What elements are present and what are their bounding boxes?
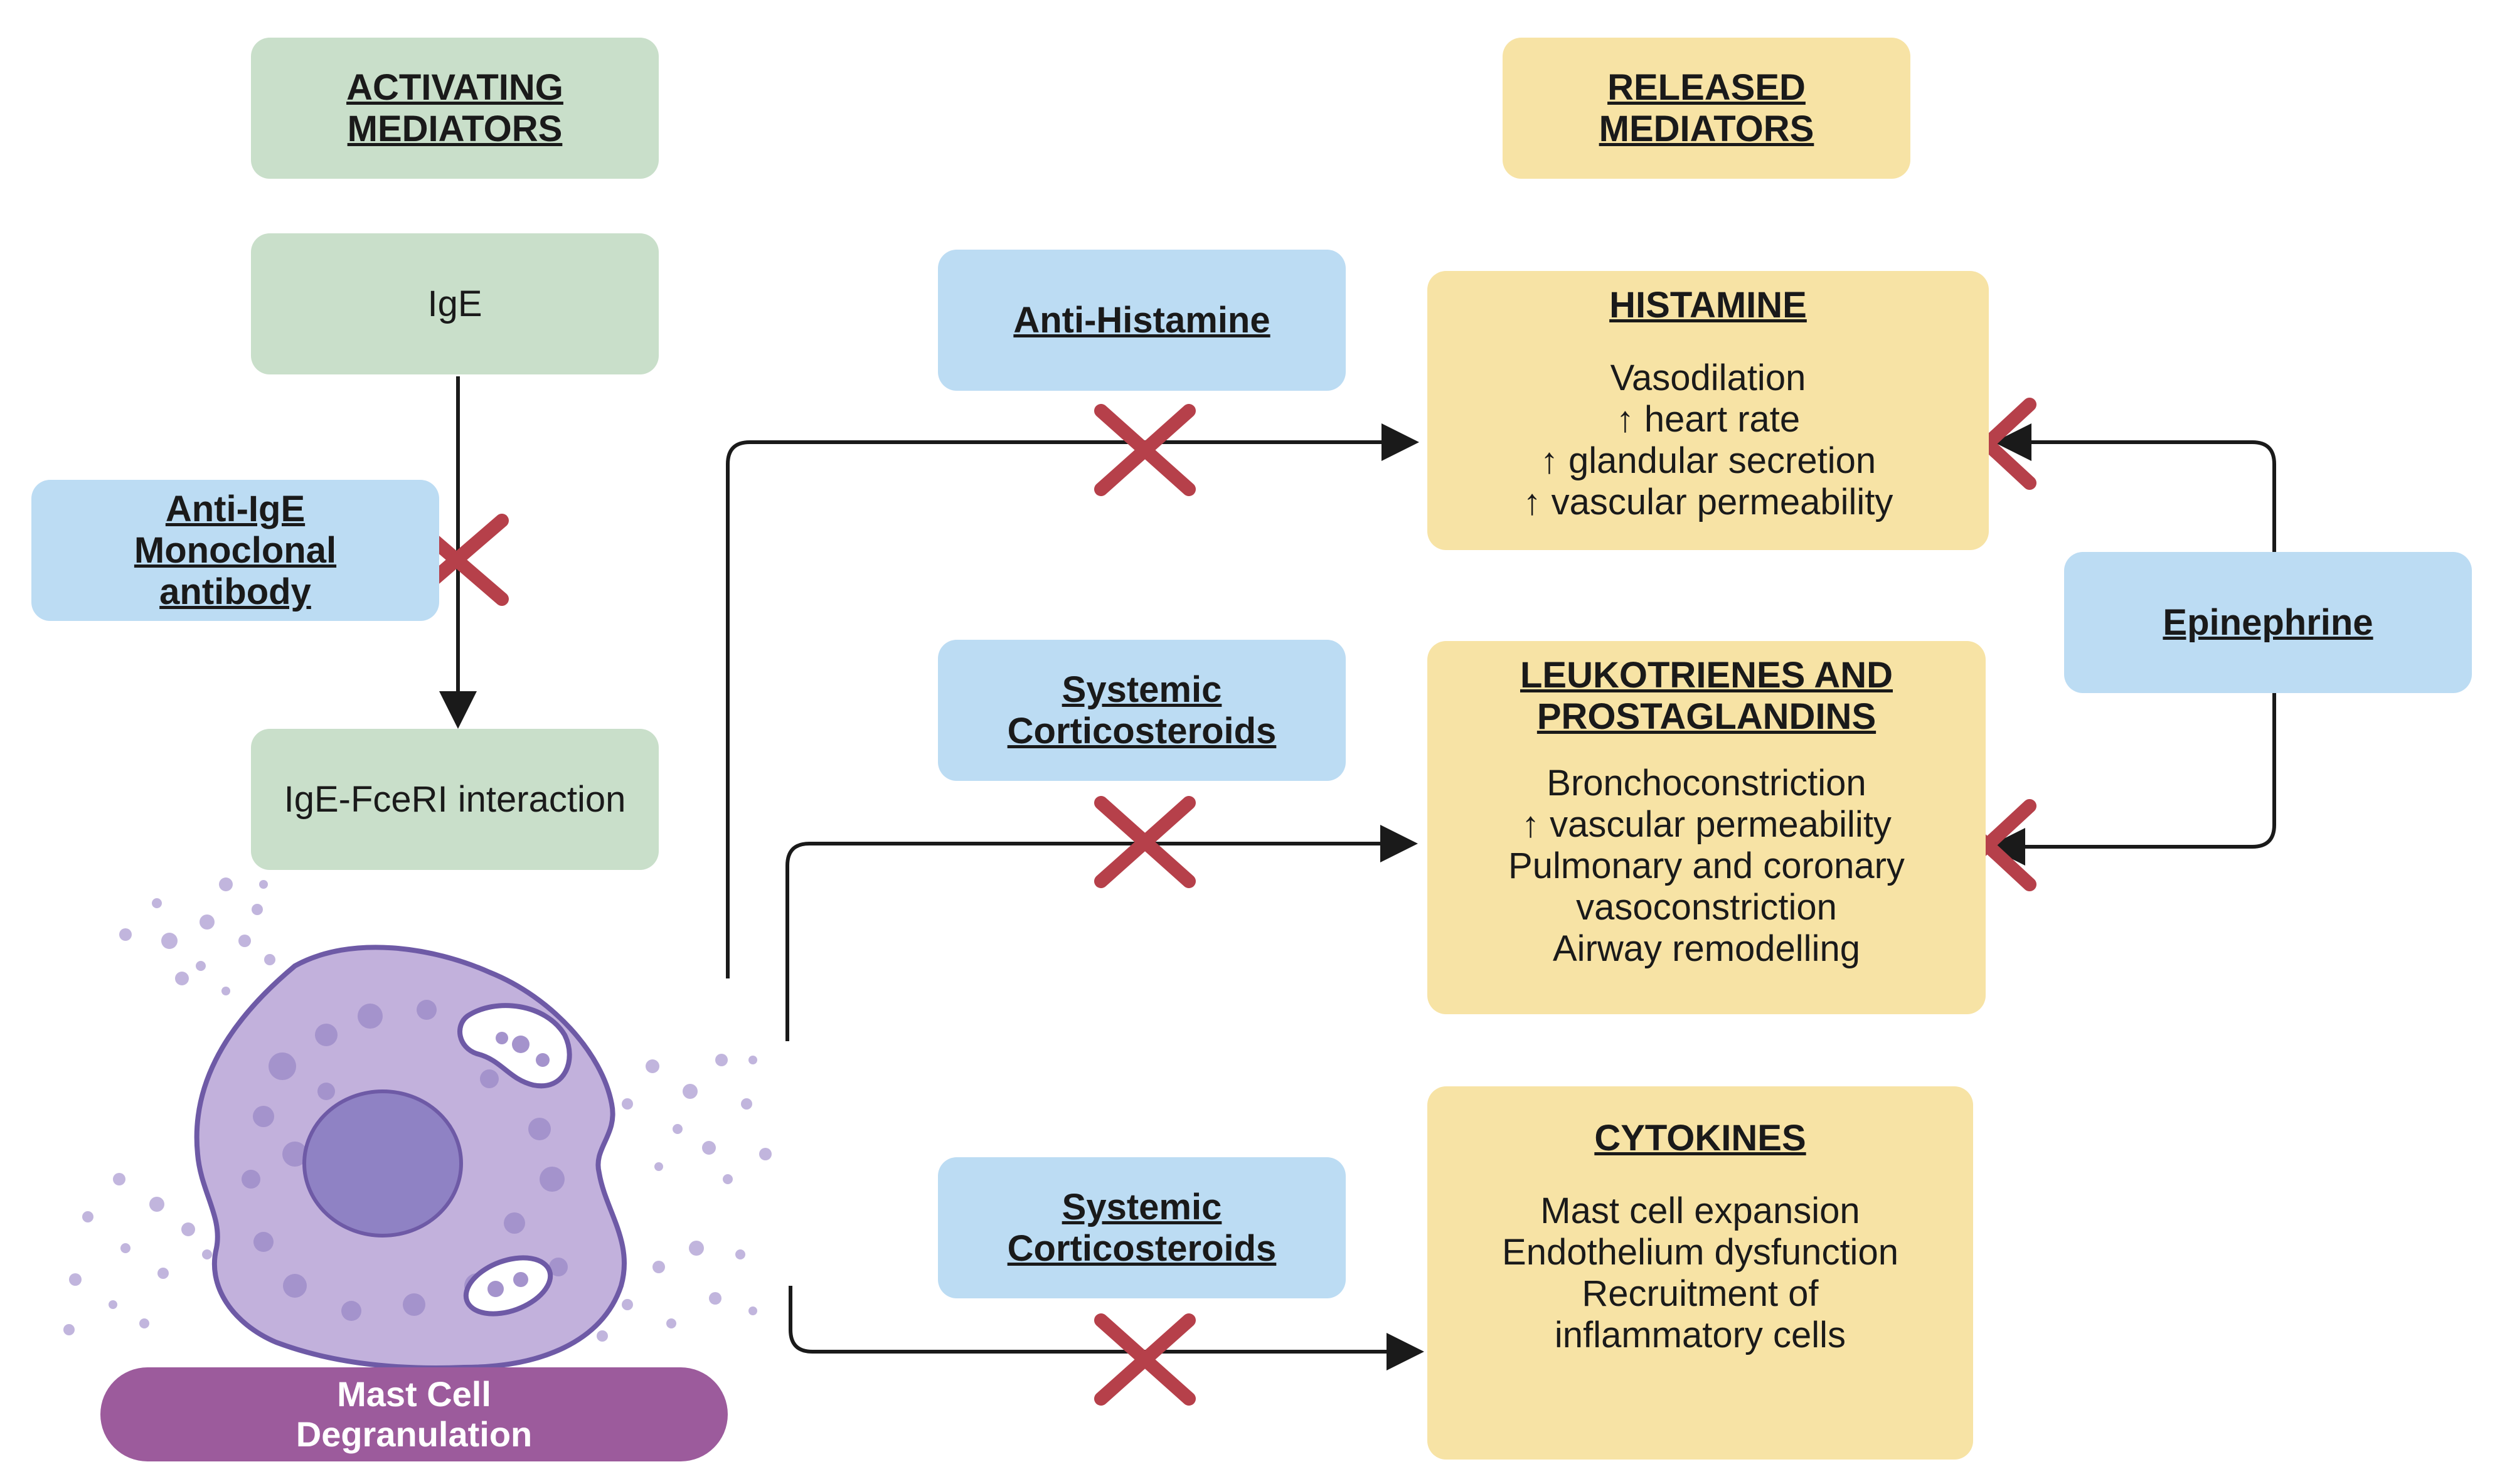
anti-ige-line-2: Monoclonal xyxy=(134,529,337,571)
cytokines-effects: Mast cell expansion Endothelium dysfunct… xyxy=(1502,1190,1898,1356)
anti-ige-line-1: Anti-IgE xyxy=(165,488,306,529)
activating-mediators-header: ACTIVATING MEDIATORS xyxy=(251,38,659,179)
leukotrienes-effect: vasoconstriction xyxy=(1576,887,1837,928)
histamine-effect: ↑ heart rate xyxy=(1616,399,1801,440)
systemic-corticosteroids-box-2: Systemic Corticosteroids xyxy=(938,1157,1346,1298)
cytokines-effect: Recruitment of xyxy=(1582,1273,1819,1314)
epinephrine-to-histamine-arrow xyxy=(1994,423,2276,552)
leukotrienes-effect: ↑ vascular permeability xyxy=(1521,804,1892,845)
ige-fceri-label: IgE-FceRI interaction xyxy=(284,778,626,820)
cell-to-cytokines-arrow xyxy=(789,1286,1424,1370)
anti-ige-box: Anti-IgE Monoclonal antibody xyxy=(31,480,439,621)
mast-cell-label-line-1: Mast Cell xyxy=(337,1374,491,1414)
activating-mediators-line-2: MEDIATORS xyxy=(347,108,563,149)
released-mediators-header: RELEASED MEDIATORS xyxy=(1503,38,1910,179)
epinephrine-label: Epinephrine xyxy=(2163,602,2373,643)
leukotrienes-effect: Airway remodelling xyxy=(1553,928,1860,969)
mast-cell-label-line-2: Degranulation xyxy=(295,1414,533,1454)
cytokines-box: CYTOKINES Mast cell expansion Endotheliu… xyxy=(1427,1086,1973,1460)
anti-histamine-label: Anti-Histamine xyxy=(1013,299,1270,341)
cell-to-histamine-arrow xyxy=(726,423,1419,978)
mast-cell-degranulation-label: Mast Cell Degranulation xyxy=(100,1367,728,1461)
cytokines-effect: inflammatory cells xyxy=(1554,1315,1846,1355)
leukotrienes-effects: Bronchoconstriction ↑ vascular permeabil… xyxy=(1508,763,1905,970)
cytokines-effect: Mast cell expansion xyxy=(1540,1190,1860,1231)
histamine-box: HISTAMINE Vasodilation ↑ heart rate ↑ gl… xyxy=(1427,271,1989,550)
leukotrienes-prostaglandins-box: LEUKOTRIENES AND PROSTAGLANDINS Bronchoc… xyxy=(1427,641,1986,1014)
epinephrine-to-leukotrienes-arrow xyxy=(1988,693,2276,866)
histamine-effect: ↑ glandular secretion xyxy=(1540,440,1877,481)
released-mediators-line-1: RELEASED xyxy=(1607,66,1806,108)
released-mediators-line-2: MEDIATORS xyxy=(1599,108,1814,149)
ige-label: IgE xyxy=(427,283,482,324)
block-x-corticosteroids-1 xyxy=(1094,796,1196,888)
block-x-corticosteroids-2 xyxy=(1094,1313,1196,1406)
block-x-anti-histamine xyxy=(1094,404,1196,496)
mast-cell-illustration xyxy=(63,877,772,1370)
cytokines-title: CYTOKINES xyxy=(1594,1118,1806,1158)
corticosteroids-1-line-2: Corticosteroids xyxy=(1007,710,1277,751)
systemic-corticosteroids-box-1: Systemic Corticosteroids xyxy=(938,640,1346,781)
corticosteroids-2-line-1: Systemic xyxy=(1062,1186,1222,1227)
ige-box: IgE xyxy=(251,233,659,374)
ige-fceri-box: IgE-FceRI interaction xyxy=(251,729,659,870)
leukotrienes-title-line-1: LEUKOTRIENES AND xyxy=(1520,655,1893,696)
histamine-title: HISTAMINE xyxy=(1609,285,1807,326)
leukotrienes-effect: Pulmonary and coronary xyxy=(1508,845,1905,886)
leukotrienes-effect: Bronchoconstriction xyxy=(1546,763,1866,803)
cytokines-effect: Endothelium dysfunction xyxy=(1502,1232,1898,1273)
cell-to-leukotrienes-arrow xyxy=(785,825,1418,1041)
histamine-effect: ↑ vascular permeability xyxy=(1523,482,1893,522)
epinephrine-box: Epinephrine xyxy=(2064,552,2472,693)
corticosteroids-2-line-2: Corticosteroids xyxy=(1007,1227,1277,1269)
anti-ige-line-3: antibody xyxy=(159,571,311,612)
anti-histamine-box: Anti-Histamine xyxy=(938,250,1346,391)
leukotrienes-title-line-2: PROSTAGLANDINS xyxy=(1536,696,1877,737)
histamine-effect: Vasodilation xyxy=(1610,358,1806,398)
histamine-effects: Vasodilation ↑ heart rate ↑ glandular se… xyxy=(1523,358,1893,523)
activating-mediators-line-1: ACTIVATING xyxy=(346,66,563,108)
corticosteroids-1-line-1: Systemic xyxy=(1062,669,1222,710)
